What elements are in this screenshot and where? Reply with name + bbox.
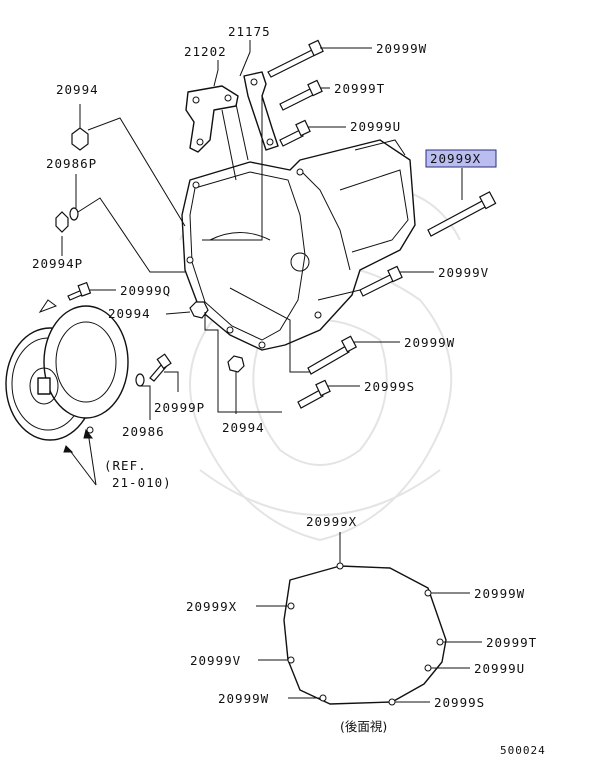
label-20999V: 20999V (438, 265, 489, 280)
label-20999P: 20999P (154, 400, 205, 415)
label-20999Q: 20999Q (120, 283, 171, 298)
nut-20994-low[interactable] (227, 355, 245, 373)
highlight-20999X (425, 149, 497, 168)
label-rear-20999U: 20999U (474, 661, 525, 676)
bolt-20999W-top[interactable] (267, 39, 324, 78)
label-20986P: 20986P (46, 156, 97, 171)
washer-20986P[interactable] (69, 207, 79, 221)
figure-number: 500024 (500, 744, 546, 757)
label-rear-20999W-right: 20999W (474, 586, 525, 601)
label-rear-20999S: 20999S (434, 695, 485, 710)
bolt-20999U-top[interactable] (279, 119, 311, 147)
label-rear-20999T: 20999T (486, 635, 537, 650)
label-21175: 21175 (228, 24, 271, 39)
label-20999U-top: 20999U (350, 119, 401, 134)
bolt-20999S-mid[interactable] (297, 379, 331, 409)
bracket-21175[interactable] (243, 71, 279, 151)
label-20994P: 20994P (32, 256, 83, 271)
nut-20994P[interactable] (55, 211, 69, 233)
label-20999W-mid: 20999W (404, 335, 455, 350)
bracket-21202[interactable] (185, 85, 239, 153)
rear-view-cover[interactable] (283, 562, 447, 706)
label-20999T-top: 20999T (334, 81, 385, 96)
label-rear-20999V: 20999V (190, 653, 241, 668)
label-21202: 21202 (184, 44, 227, 59)
nut-20994-mid[interactable] (189, 301, 209, 319)
washer-20986[interactable] (135, 373, 145, 387)
label-20994-low: 20994 (222, 420, 265, 435)
bolt-20999X-highlighted[interactable] (427, 191, 497, 237)
label-20999X-highlighted[interactable]: 20999X (430, 151, 481, 166)
transmission-case[interactable] (181, 139, 416, 351)
bolt-20999V[interactable] (359, 265, 403, 297)
clutch-assembly[interactable] (5, 299, 129, 441)
label-rear-view: (後面視) (340, 719, 387, 734)
label-rear-20999X-top: 20999X (306, 514, 357, 529)
rear-view-leaders (256, 532, 482, 703)
nut-20994-top[interactable] (71, 127, 89, 151)
bolt-20999W-mid[interactable] (307, 335, 358, 375)
bolt-20999Q[interactable] (67, 281, 92, 301)
label-20994-mid: 20994 (108, 306, 151, 321)
label-ref-line1: (REF. (104, 458, 147, 473)
label-20999W-top: 20999W (376, 41, 427, 56)
label-20999S-mid: 20999S (364, 379, 415, 394)
label-rear-20999X-left: 20999X (186, 599, 237, 614)
label-rear-20999W-bottom: 20999W (218, 691, 269, 706)
bolt-20999P[interactable] (149, 353, 172, 382)
bolt-20999T-top[interactable] (279, 79, 323, 111)
label-20994-top: 20994 (56, 82, 99, 97)
label-ref-line2: 21-010) (112, 475, 172, 490)
label-20986: 20986 (122, 424, 165, 439)
leader-lines (61, 40, 463, 486)
